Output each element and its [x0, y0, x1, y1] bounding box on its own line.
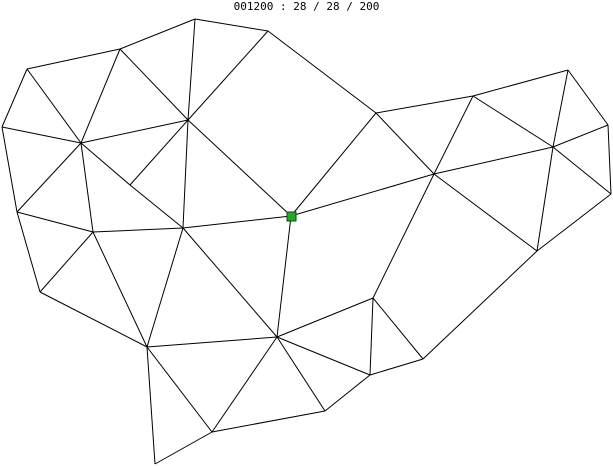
mesh-edge [1, 68, 28, 128]
mesh-edge [552, 124, 609, 148]
mesh-edge [375, 112, 435, 175]
mesh-edge [187, 18, 196, 121]
mesh-edge [552, 146, 612, 195]
mesh-edge [154, 431, 213, 465]
mesh-edge [39, 291, 148, 348]
mesh-edge [80, 119, 189, 144]
mesh-edge [146, 227, 184, 348]
mesh-edge [536, 193, 612, 252]
mesh-edge [187, 119, 292, 217]
mesh-edge [607, 124, 612, 195]
mesh-edge [372, 297, 424, 360]
mesh-edge [211, 410, 326, 433]
mesh-edge [16, 211, 41, 293]
mesh-edge [433, 173, 538, 252]
mesh-edge [80, 48, 121, 144]
mesh-edge [472, 69, 569, 97]
mesh-edge [433, 95, 474, 175]
mesh-edge [267, 30, 377, 114]
status-values: 28 / 28 / 200 [293, 0, 380, 13]
mesh-edge [552, 69, 569, 148]
mesh-edge [369, 358, 424, 376]
mesh-edge [276, 336, 326, 412]
mesh-edge [276, 215, 292, 338]
mesh-edge [16, 142, 82, 213]
mesh-edge [129, 119, 189, 186]
mesh-edge [187, 30, 269, 121]
status-separator: : [273, 0, 294, 13]
mesh-edge [536, 146, 554, 252]
selected-vertex-marker[interactable] [286, 211, 297, 222]
mesh-edge [324, 374, 371, 412]
mesh-edge [375, 95, 474, 114]
mesh-edge [194, 18, 269, 32]
mesh-edge [182, 227, 278, 338]
mesh-edge [146, 336, 278, 348]
mesh-edge [276, 297, 374, 338]
mesh-edge [372, 173, 435, 299]
mesh-edge [26, 48, 121, 70]
mesh-edge [119, 18, 196, 50]
mesh-edge [146, 346, 156, 465]
mesh-edge [567, 69, 609, 126]
mesh-edge [433, 146, 554, 175]
mesh-edge [80, 142, 131, 186]
mesh-edge [290, 173, 435, 217]
frame-counter: 001200 [233, 0, 274, 13]
mesh-edge [276, 336, 371, 376]
mesh-edge [182, 119, 189, 229]
mesh-edge [119, 48, 189, 121]
mesh-edge [211, 336, 278, 433]
mesh-edge [182, 215, 292, 229]
mesh-edge [1, 126, 18, 213]
mesh-edge [26, 68, 82, 144]
mesh-edge [1, 126, 82, 144]
mesh-edge [80, 142, 94, 233]
mesh-edge [92, 231, 148, 348]
mesh-edge [39, 231, 94, 293]
mesh-edge [129, 184, 184, 229]
mesh-edge [290, 112, 377, 217]
mesh-edge [146, 346, 213, 433]
mesh-edges [1, 18, 612, 465]
mesh-edge [92, 227, 184, 233]
mesh-edge [472, 95, 554, 148]
mesh-edge [369, 297, 374, 376]
mesh-edge [422, 250, 538, 360]
mesh-edge [16, 211, 94, 233]
status-readout: 001200 : 28 / 28 / 200 [0, 0, 613, 14]
